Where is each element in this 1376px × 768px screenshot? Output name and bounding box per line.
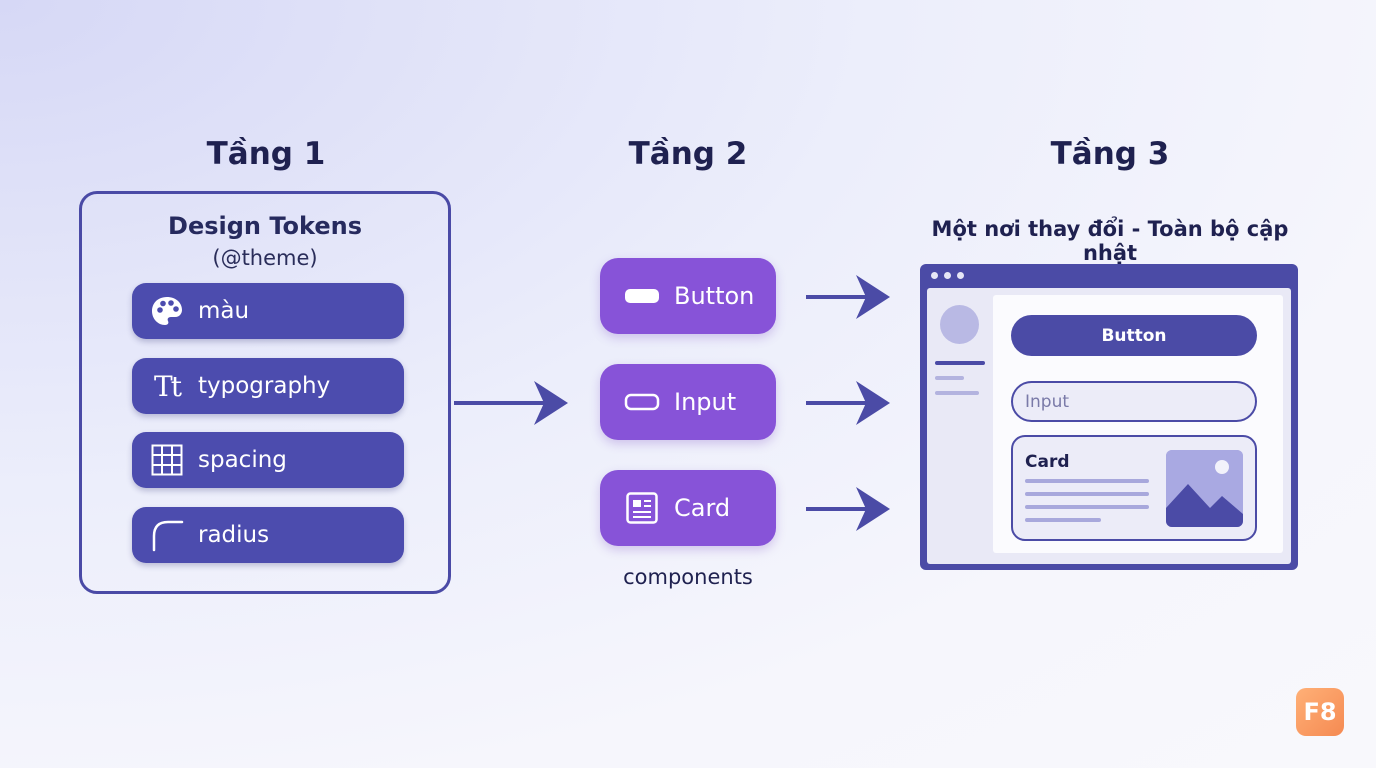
component-card: Card (600, 470, 776, 546)
result-caption: Một nơi thay đổi - Toàn bộ cập nhật (931, 217, 1289, 265)
token-spacing-label: spacing (198, 447, 287, 473)
radius-icon (150, 518, 184, 552)
browser-window: Button Input Card (920, 264, 1298, 570)
window-dot (944, 272, 951, 279)
card-text-line (1025, 505, 1149, 509)
design-tokens-box: Design Tokens (@theme) màu Tt typography (79, 191, 451, 594)
f8-logo: F8 (1296, 688, 1344, 736)
token-spacing: spacing (132, 432, 404, 488)
component-card-label: Card (674, 494, 731, 522)
content-panel: Button Input Card (993, 295, 1283, 553)
image-placeholder-icon (1166, 450, 1243, 527)
arrow-tokens-to-components (454, 381, 568, 425)
grid-icon (150, 443, 184, 477)
typography-icon: Tt (154, 369, 182, 403)
design-tokens-subtitle: (@theme) (212, 246, 318, 270)
arrow-input-to-ui (806, 381, 890, 425)
components-caption: components (623, 565, 753, 589)
token-radius: radius (132, 507, 404, 563)
component-input: Input (600, 364, 776, 440)
card-icon (624, 492, 660, 524)
preview-card: Card (1011, 435, 1257, 541)
card-text-line (1025, 479, 1149, 483)
sidebar-line (935, 361, 985, 365)
card-text-line (1025, 492, 1149, 496)
token-typography-label: typography (198, 373, 331, 399)
preview-button: Button (1011, 315, 1257, 356)
preview-card-title: Card (1025, 452, 1070, 472)
tier-3-title: Tầng 3 (1050, 136, 1170, 172)
token-color: màu (132, 283, 404, 339)
input-shape-icon (624, 393, 660, 411)
tier-1-title: Tầng 1 (206, 136, 326, 172)
component-input-label: Input (674, 388, 737, 416)
token-radius-label: radius (198, 522, 270, 548)
token-color-label: màu (198, 298, 250, 324)
component-button-label: Button (674, 282, 755, 310)
component-button: Button (600, 258, 776, 334)
sidebar-line (935, 376, 964, 380)
window-dot (957, 272, 964, 279)
design-tokens-title: Design Tokens (168, 212, 362, 240)
arrow-button-to-ui (806, 275, 890, 319)
window-dot (931, 272, 938, 279)
window-body: Button Input Card (927, 288, 1291, 564)
sidebar-line (935, 391, 979, 395)
button-shape-icon (624, 287, 660, 305)
tier-2-title: Tầng 2 (628, 136, 748, 172)
palette-icon (150, 294, 184, 328)
token-typography: Tt typography (132, 358, 404, 414)
arrow-card-to-ui (806, 487, 890, 531)
avatar (940, 305, 979, 344)
card-text-line (1025, 518, 1101, 522)
preview-input: Input (1011, 381, 1257, 422)
